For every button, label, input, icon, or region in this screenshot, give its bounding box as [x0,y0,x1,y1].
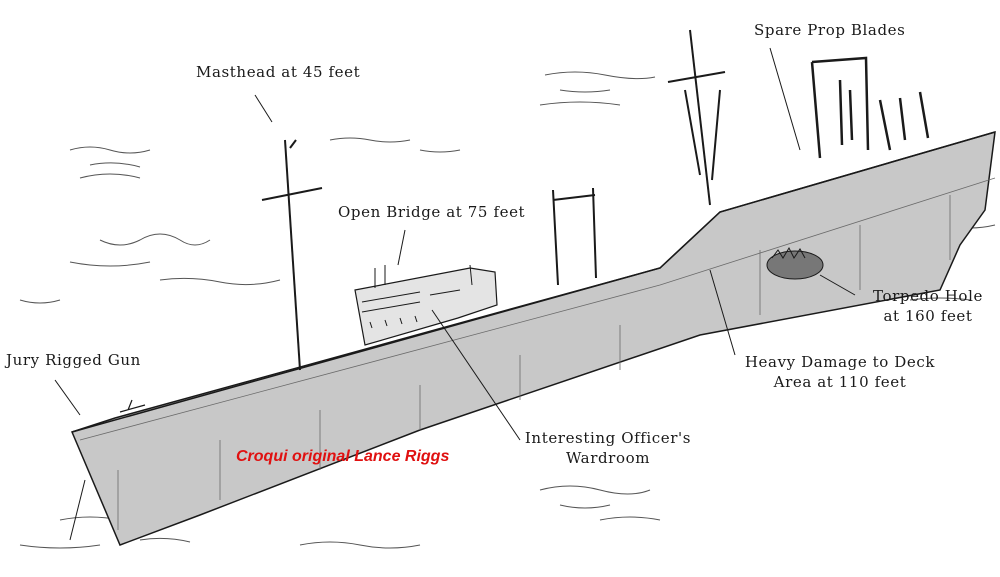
seabed-squiggles [19,71,996,549]
label-torpedo-line2: at 160 feet [883,307,973,325]
deck-line [71,131,996,433]
label-torpedo-line1: Torpedo Hole [873,287,983,305]
torpedo-hole [766,246,824,280]
leader-wardroom [431,309,521,441]
label-open-bridge: Open Bridge at 75 feet [338,203,526,221]
label-officers-wardroom: Interesting Officer's Wardroom [520,428,696,468]
spare-prop-blades [810,56,930,159]
leader-lines [54,47,856,541]
ship-hull [70,130,996,546]
label-damage-line2: Area at 110 feet [773,373,907,391]
leader-spare-prop [769,47,801,151]
label-wardroom-line2: Wardroom [565,449,651,467]
mid-king-posts [552,187,597,286]
label-damage-line1: Heavy Damage to Deck [744,353,936,371]
jury-rigged-gun [119,399,146,413]
credit-text: Croqui original Lance Riggs [236,448,450,465]
leader-anchor [69,479,86,541]
aft-mast [667,29,726,206]
leader-gun [54,379,81,416]
label-torpedo-hole: Torpedo Hole at 160 feet [862,286,994,326]
leader-damage [709,269,736,356]
leader-torpedo [819,274,856,296]
leader-masthead [254,94,273,123]
label-masthead: Masthead at 45 feet [196,63,361,81]
forward-mast [261,139,323,371]
label-jury-rigged-gun: Jury Rigged Gun [6,351,141,369]
hull-detail [79,177,996,530]
bridge-windows [361,264,473,329]
label-spare-prop-blades: Spare Prop Blades [754,21,906,39]
leader-bridge [397,229,406,266]
label-heavy-damage: Heavy Damage to Deck Area at 110 feet [736,352,944,392]
label-wardroom-line1: Interesting Officer's [524,429,692,447]
